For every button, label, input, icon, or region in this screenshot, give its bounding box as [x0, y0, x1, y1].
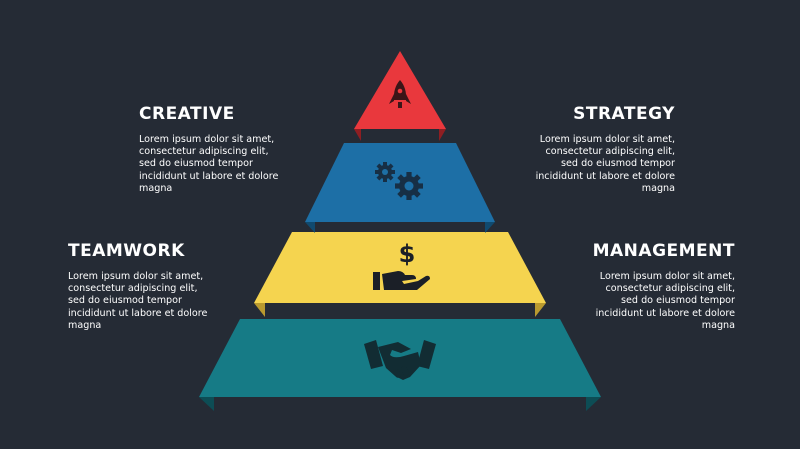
teamwork-text-block: TEAMWORK Lorem ipsum dolor sit amet, con…	[68, 241, 238, 332]
management-text-block: MANAGEMENT Lorem ipsum dolor sit amet, c…	[565, 241, 735, 332]
management-description: Lorem ipsum dolor sit amet, consectetur …	[595, 271, 735, 331]
top-fold-right	[439, 129, 446, 141]
teamwork-title: TEAMWORK	[68, 241, 185, 261]
pyramid-level-third: $	[254, 232, 546, 317]
top-fold-left	[354, 129, 361, 141]
svg-text:$: $	[399, 240, 416, 268]
management-title: MANAGEMENT	[592, 241, 735, 261]
rocket-icon	[389, 80, 411, 108]
strategy-text-block: STRATEGY Lorem ipsum dolor sit amet, con…	[505, 104, 675, 195]
strategy-description: Lorem ipsum dolor sit amet, consectetur …	[535, 134, 675, 194]
pyramid-level-base	[199, 319, 601, 411]
second-fold-left	[305, 222, 315, 233]
third-fold-right	[535, 303, 546, 317]
base-fold-left	[199, 397, 214, 411]
base-fold-right	[586, 397, 601, 411]
teamwork-description: Lorem ipsum dolor sit amet, consectetur …	[68, 271, 208, 331]
pyramid-level-top	[354, 51, 446, 141]
gears-icon	[375, 162, 423, 200]
hand-dollar-icon: $	[373, 240, 430, 290]
third-shape	[254, 232, 546, 303]
second-fold-right	[485, 222, 495, 233]
handshake-icon	[364, 340, 436, 380]
creative-description: Lorem ipsum dolor sit amet, consectetur …	[139, 134, 279, 194]
third-fold-left	[254, 303, 265, 317]
pyramid-level-second	[305, 143, 495, 233]
strategy-title: STRATEGY	[573, 104, 675, 124]
creative-text-block: CREATIVE Lorem ipsum dolor sit amet, con…	[139, 104, 309, 195]
creative-title: CREATIVE	[139, 104, 235, 124]
